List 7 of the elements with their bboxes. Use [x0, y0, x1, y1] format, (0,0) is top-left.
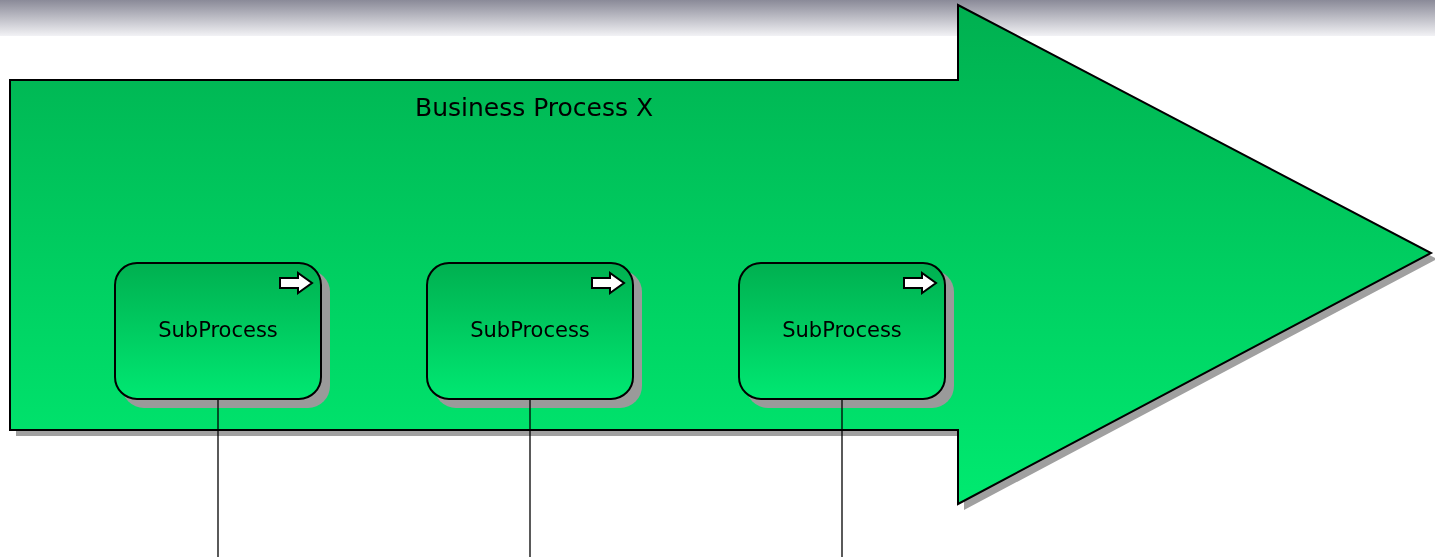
subprocess-label: SubProcess — [469, 318, 591, 342]
connector-line — [841, 399, 843, 557]
subprocess-label: SubProcess — [781, 318, 903, 342]
connector-line — [529, 399, 531, 557]
process-title: Business Process X — [415, 93, 654, 122]
connector-line — [217, 399, 219, 557]
subprocess-label: SubProcess — [157, 318, 279, 342]
